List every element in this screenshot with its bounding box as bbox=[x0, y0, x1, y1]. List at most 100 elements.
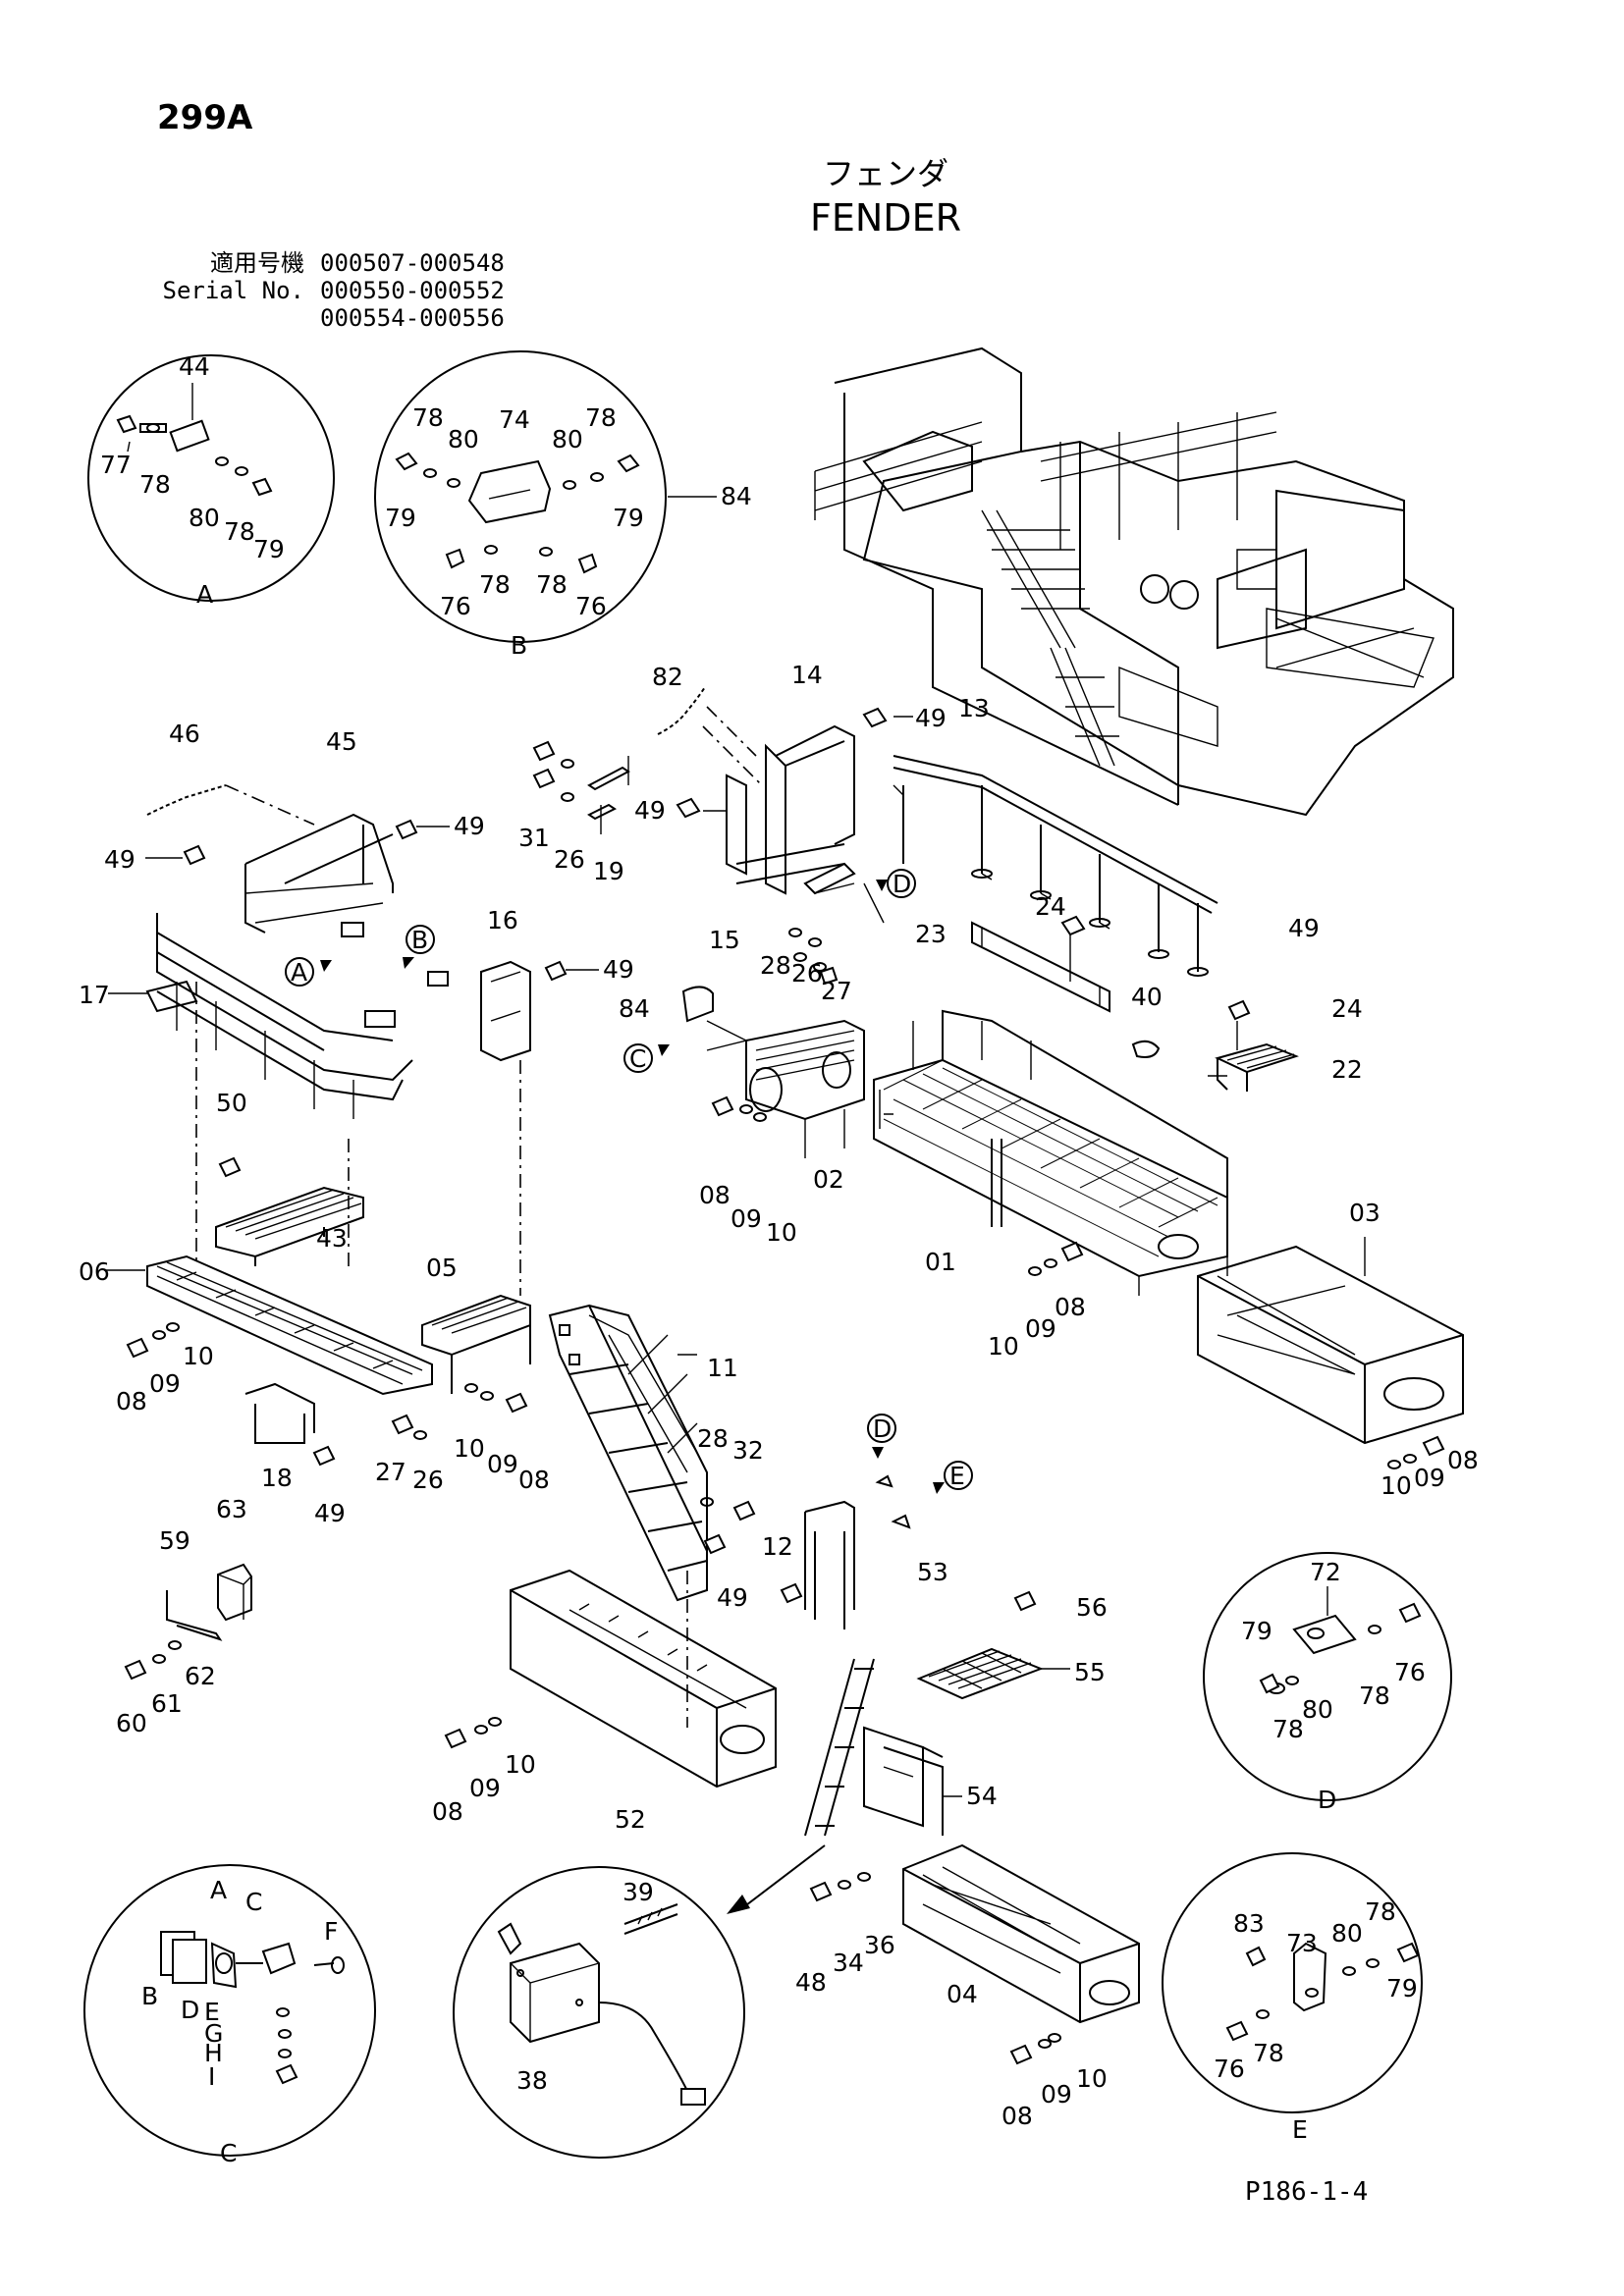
step-55 bbox=[916, 1590, 1070, 1700]
part-label: 61 bbox=[151, 1689, 183, 1718]
label-d: D bbox=[181, 1996, 199, 2024]
label-80: 80 bbox=[189, 504, 220, 532]
ladder-54 bbox=[727, 1658, 962, 1914]
part-label: 49 bbox=[1288, 914, 1320, 942]
part-label: 22 bbox=[1331, 1055, 1363, 1084]
part-label: 10 bbox=[1380, 1471, 1412, 1500]
part-label: 15 bbox=[709, 926, 740, 954]
part-label: 49 bbox=[603, 955, 634, 984]
label-78: 78 bbox=[139, 470, 171, 499]
part-label: 09 bbox=[469, 1774, 501, 1802]
label-83: 83 bbox=[1233, 1909, 1265, 1938]
label-c: C bbox=[245, 1888, 262, 1916]
label-38: 38 bbox=[516, 2066, 548, 2095]
part-label: 46 bbox=[169, 720, 200, 748]
label-78: 78 bbox=[585, 403, 617, 432]
part-label: 03 bbox=[1349, 1199, 1380, 1227]
label-44: 44 bbox=[179, 352, 210, 381]
lamp-40 bbox=[1131, 1040, 1161, 1058]
label-79: 79 bbox=[1241, 1617, 1272, 1645]
part-label: 06 bbox=[79, 1257, 110, 1286]
part-label: 26 bbox=[412, 1466, 444, 1494]
label-79: 79 bbox=[1386, 1974, 1418, 2002]
part-label: 08 bbox=[116, 1387, 147, 1415]
part-label: 18 bbox=[261, 1464, 293, 1492]
part-label: 40 bbox=[1131, 983, 1163, 1011]
label-78: 78 bbox=[1365, 1897, 1396, 1926]
stairs-11 bbox=[548, 1304, 708, 1602]
part-label: 36 bbox=[864, 1931, 895, 1959]
caption-d: D bbox=[1318, 1786, 1336, 1814]
callout-a: A bbox=[291, 958, 307, 987]
handle-18 bbox=[244, 1382, 427, 1467]
detail-view-c: A C B D F E G H I C bbox=[83, 1864, 376, 2167]
callout-d: D bbox=[893, 870, 911, 898]
part-label: 08 bbox=[432, 1797, 463, 1826]
serial-label-en: Serial No. bbox=[162, 277, 305, 304]
caption-a: A bbox=[196, 580, 213, 609]
label-73: 73 bbox=[1286, 1929, 1318, 1957]
page-id: 299A bbox=[157, 98, 253, 137]
label-78: 78 bbox=[536, 570, 568, 599]
part-label: 09 bbox=[1041, 2080, 1072, 2109]
bracket-19-bolts bbox=[532, 740, 630, 834]
part-label: 45 bbox=[326, 727, 357, 756]
label-80: 80 bbox=[1331, 1919, 1363, 1948]
part-label: 01 bbox=[925, 1248, 956, 1276]
detail-view-solenoid: 39 38 bbox=[453, 1866, 745, 2159]
callout-e: E bbox=[949, 1462, 965, 1490]
label-74: 74 bbox=[499, 405, 530, 434]
label-80: 80 bbox=[552, 425, 583, 454]
label-79: 79 bbox=[253, 535, 285, 563]
serial-range: 000507-000548 bbox=[320, 249, 505, 277]
part-label: 09 bbox=[149, 1369, 181, 1398]
part-label: 10 bbox=[1076, 2064, 1108, 2093]
part-label: 48 bbox=[795, 1968, 827, 1997]
label-78: 78 bbox=[1272, 1715, 1304, 1743]
callout-c: C bbox=[629, 1044, 646, 1073]
part-label: 28 bbox=[697, 1424, 729, 1453]
label-f: F bbox=[324, 1917, 338, 1946]
step-22 bbox=[1208, 999, 1299, 1092]
part-label: 63 bbox=[216, 1495, 247, 1523]
part-label: 49 bbox=[915, 704, 947, 732]
box-52 bbox=[444, 1569, 777, 1789]
title-english: FENDER bbox=[810, 196, 961, 240]
part-label: 23 bbox=[915, 920, 947, 948]
part-label: 10 bbox=[454, 1434, 485, 1463]
label-78: 78 bbox=[1359, 1682, 1390, 1710]
part-label: 12 bbox=[762, 1532, 793, 1561]
part-label: 34 bbox=[833, 1949, 864, 1977]
title-japanese: フェンダ bbox=[822, 155, 948, 192]
part-label: 09 bbox=[1025, 1314, 1056, 1343]
part-label: 60 bbox=[116, 1709, 147, 1737]
label-80: 80 bbox=[448, 425, 479, 454]
part-label: 49 bbox=[104, 845, 135, 874]
label-79: 79 bbox=[385, 504, 416, 532]
part-label: 32 bbox=[732, 1436, 764, 1465]
part-label: 05 bbox=[426, 1254, 458, 1282]
part-label: 49 bbox=[314, 1499, 346, 1527]
box-63-bracket-59 bbox=[124, 1563, 252, 1681]
detail-view-a: 44 77 78 80 78 79 A bbox=[87, 352, 335, 609]
label-76: 76 bbox=[440, 592, 471, 620]
part-label: 13 bbox=[958, 694, 990, 722]
caption-b: B bbox=[511, 631, 527, 660]
part-label: 56 bbox=[1076, 1593, 1108, 1622]
label-b: B bbox=[141, 1982, 158, 2010]
part-label: 49 bbox=[634, 796, 666, 825]
part-label: 62 bbox=[185, 1662, 216, 1690]
label-78: 78 bbox=[1253, 2039, 1284, 2067]
part-label: 59 bbox=[159, 1526, 190, 1555]
part-label: 27 bbox=[375, 1458, 406, 1486]
box-03 bbox=[1197, 1237, 1464, 1469]
part-label: 19 bbox=[593, 857, 624, 885]
caption-e: E bbox=[1292, 2115, 1308, 2144]
label-76: 76 bbox=[1214, 2055, 1245, 2083]
part-label: 08 bbox=[1001, 2102, 1033, 2130]
serial-label-jp: 適用号機 bbox=[210, 249, 304, 277]
part-label: 14 bbox=[791, 661, 823, 689]
housing-02 bbox=[623, 986, 865, 1158]
part-label: 50 bbox=[216, 1089, 247, 1117]
